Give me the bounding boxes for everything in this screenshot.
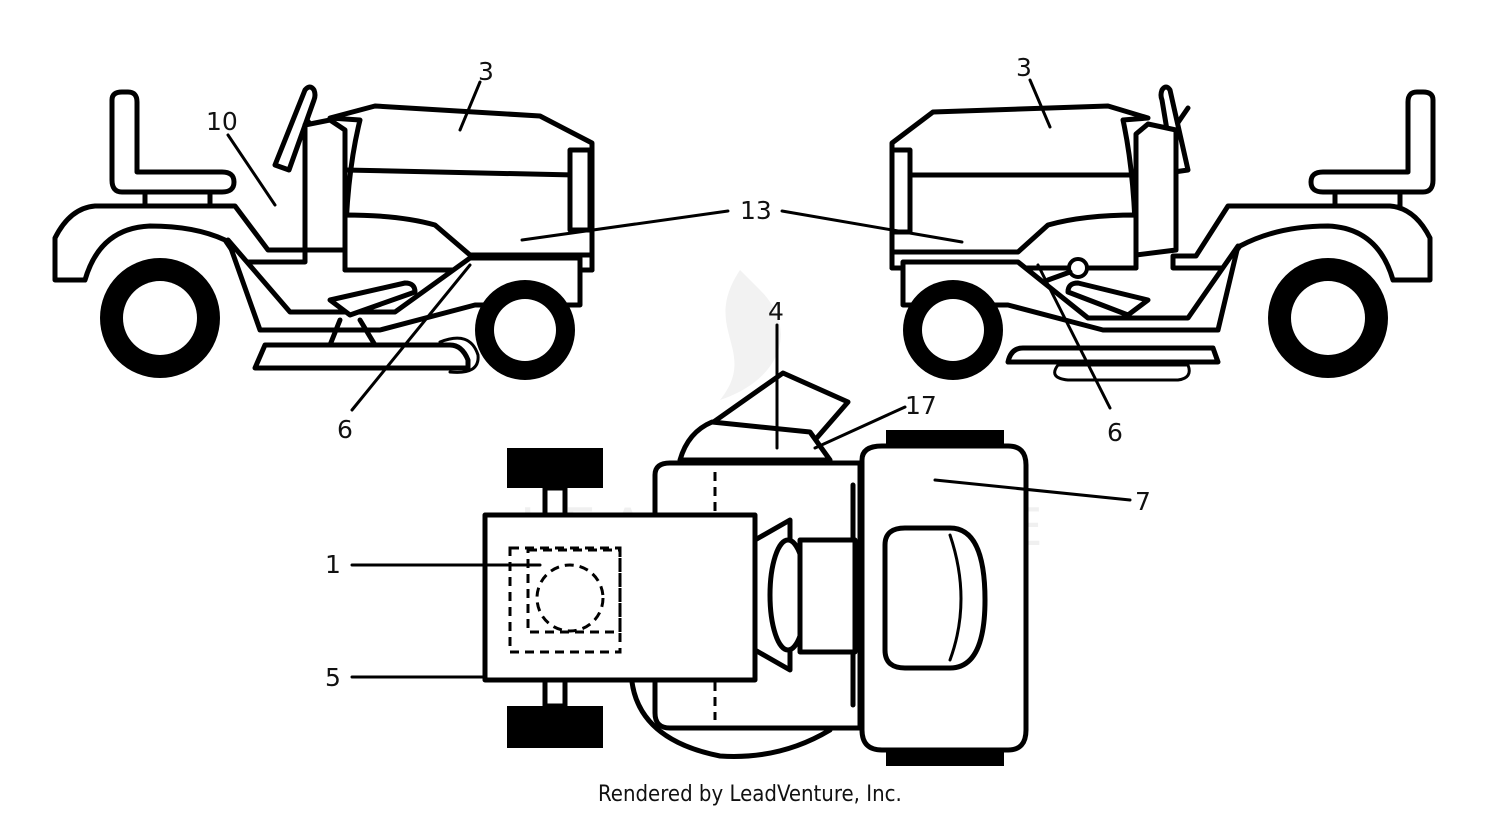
tractor-top-view (482, 370, 1029, 766)
tractor-right-side-view (889, 84, 1436, 382)
callout-labels: 3 10 13 6 3 6 4 17 7 1 5 (206, 53, 1151, 692)
callout-10: 10 (206, 107, 238, 136)
callout-3-left: 3 (478, 57, 494, 86)
callout-13: 13 (740, 196, 772, 225)
callout-7: 7 (1135, 487, 1151, 516)
callout-6-left: 6 (337, 415, 353, 444)
credit-text: Rendered by LeadVenture, Inc. (598, 782, 902, 807)
callout-4: 4 (768, 297, 784, 326)
leader-lines (226, 78, 1132, 679)
tractor-left-side-view (52, 84, 595, 380)
callout-17: 17 (905, 391, 937, 420)
callout-3-right: 3 (1016, 53, 1032, 82)
callout-1: 1 (325, 550, 341, 579)
callout-5: 5 (325, 663, 341, 692)
callout-6-right: 6 (1107, 418, 1123, 447)
